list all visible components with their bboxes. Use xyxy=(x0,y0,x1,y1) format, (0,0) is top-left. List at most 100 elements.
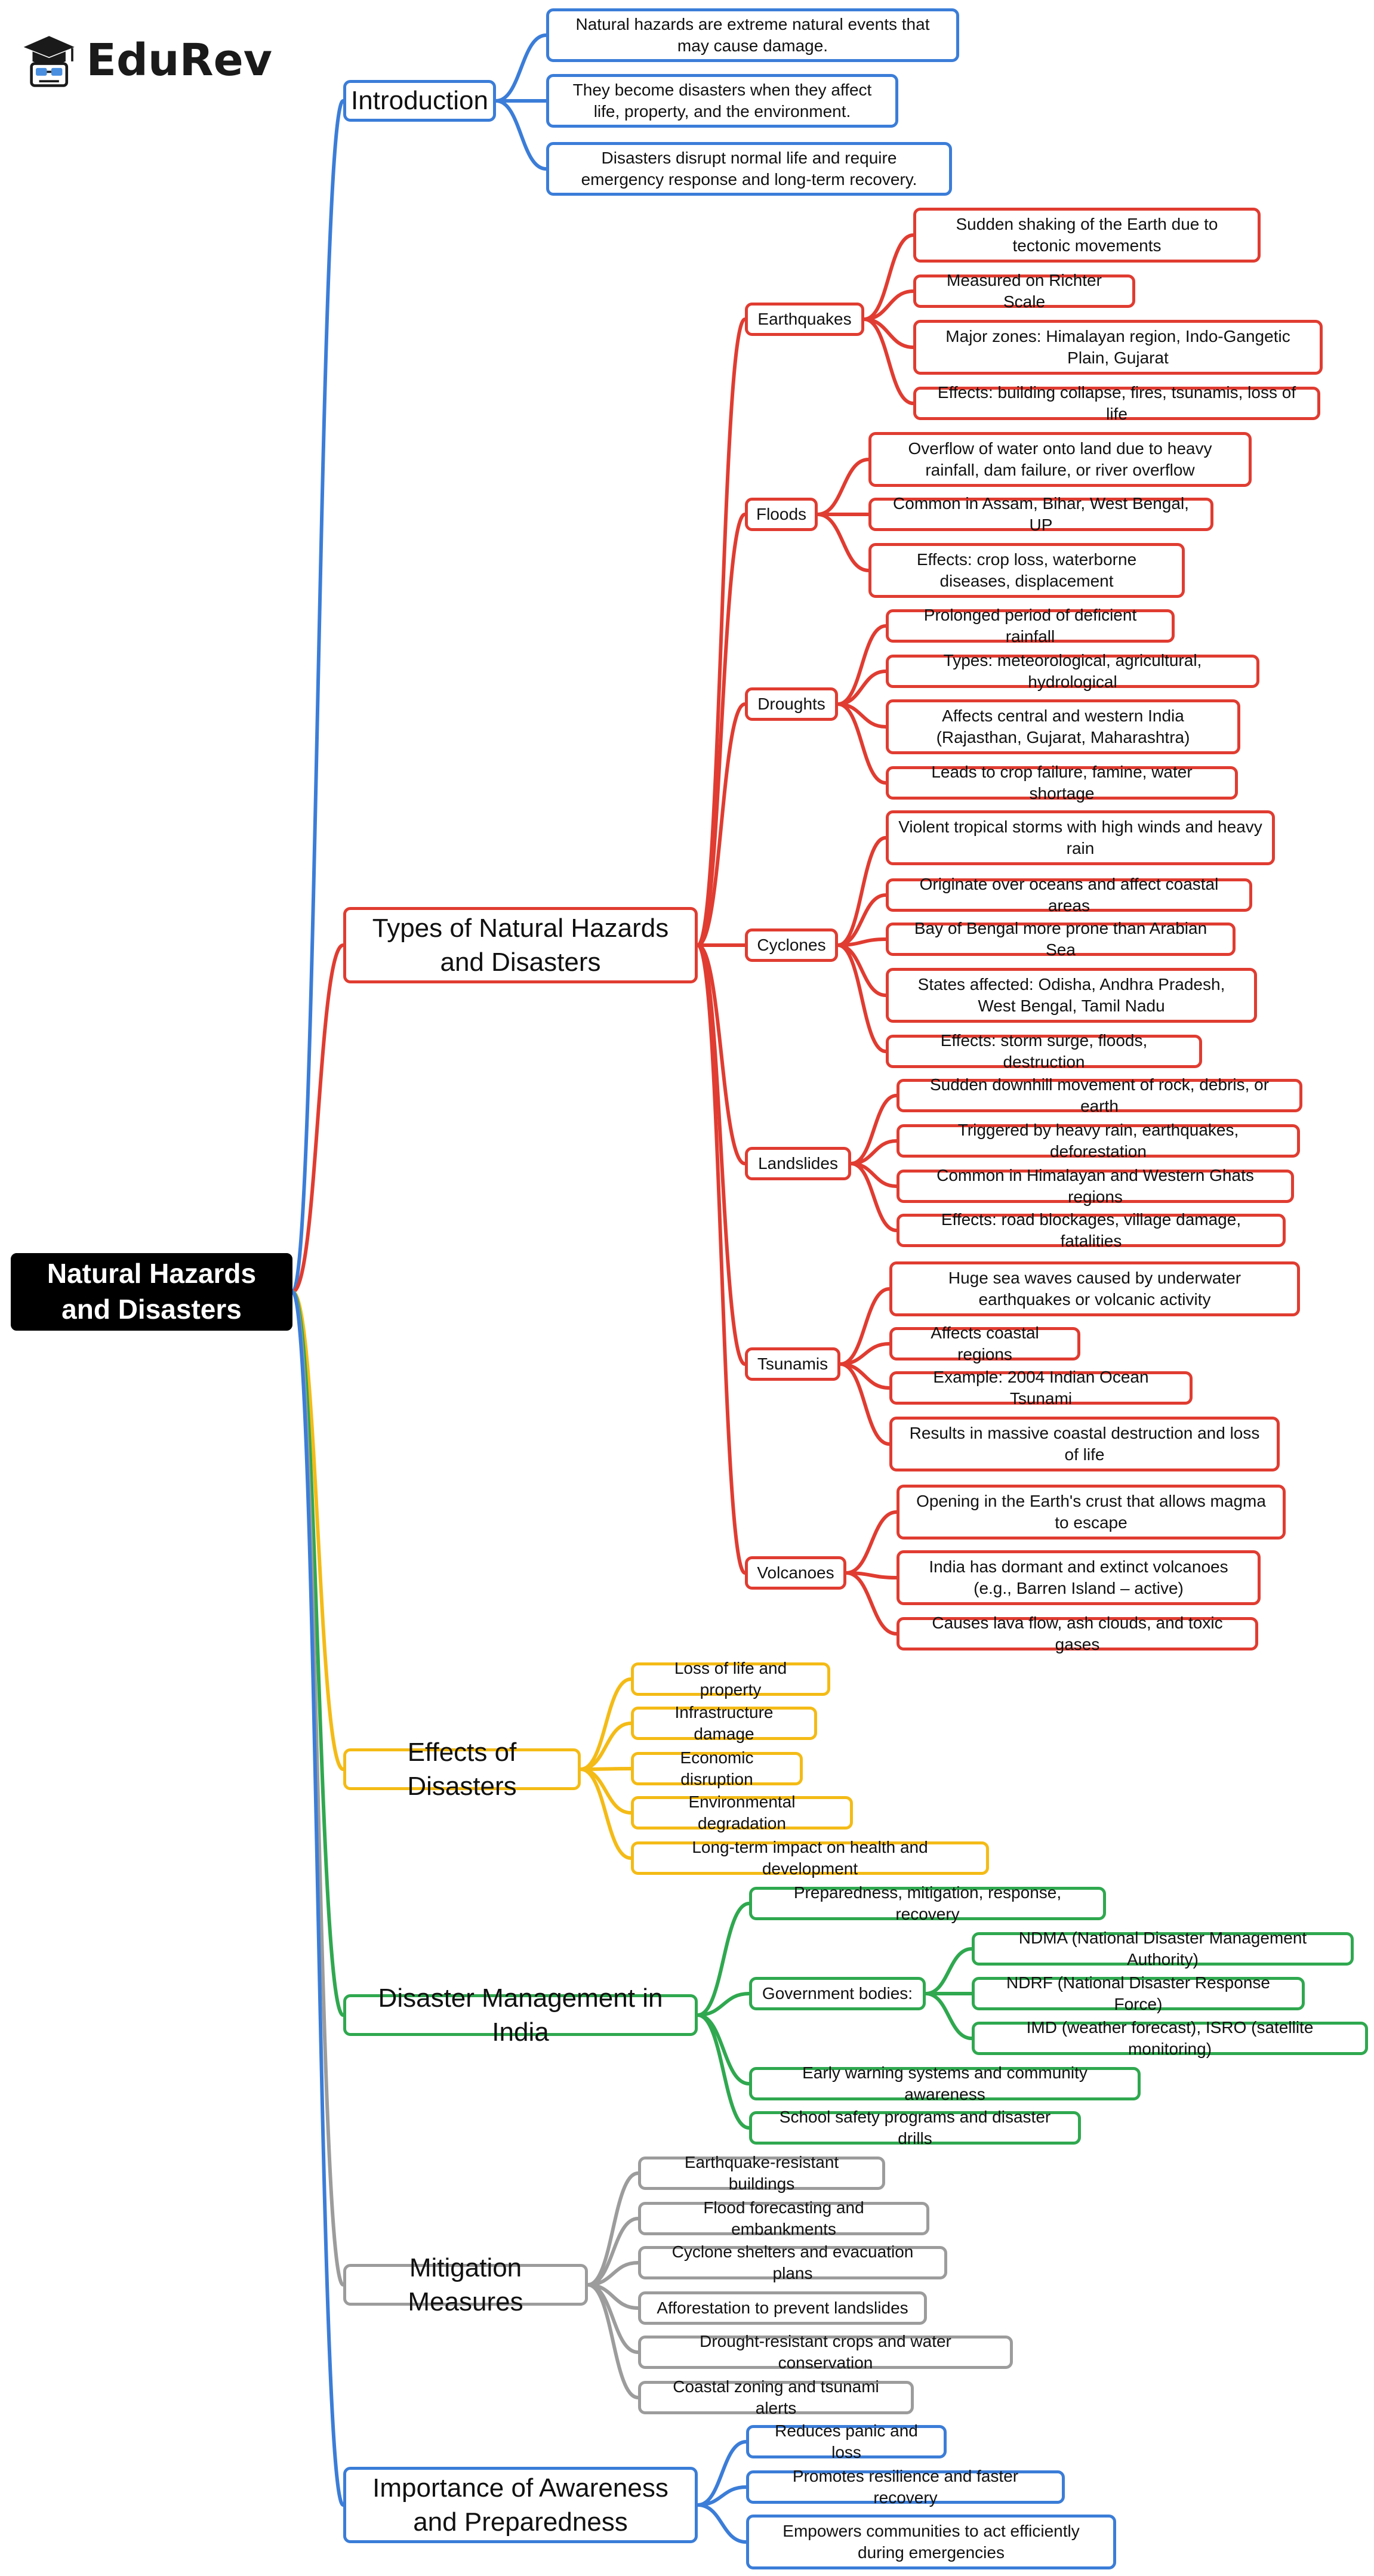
connector-subtopic-droughts xyxy=(696,702,747,947)
connector-earthquakes-item-4 xyxy=(862,317,915,405)
connector-government-body-ndma xyxy=(924,1947,973,1995)
tsunamis-item-4: Results in massive coastal destruction a… xyxy=(889,1417,1280,1471)
subtopic-droughts: Droughts xyxy=(745,687,838,721)
intro-item-3: Disasters disrupt normal life and requir… xyxy=(546,142,952,196)
connector-branch-types-of-hazards xyxy=(291,943,345,1294)
connector-earthquakes-item-1 xyxy=(862,233,915,321)
branch-introduction: Introduction xyxy=(343,80,496,122)
volcanoes-item-2: India has dormant and extinct volcanoes … xyxy=(897,1550,1261,1605)
effects-item-2: Infrastructure damage xyxy=(631,1703,817,1743)
awareness-item-3: Empowers communities to act efficiently … xyxy=(746,2515,1116,2569)
branch-effects-of-disasters: Effects of Disasters xyxy=(343,1738,581,1801)
awareness-item-2: Promotes resilience and faster recovery xyxy=(746,2467,1065,2507)
earthquakes-item-2: Measured on Richter Scale xyxy=(913,271,1135,311)
volcanoes-item-3: Causes lava flow, ash clouds, and toxic … xyxy=(897,1614,1258,1653)
government-body-imd-isro: IMD (weather forecast), ISRO (satellite … xyxy=(972,2018,1368,2058)
connector-droughts-item-4 xyxy=(836,702,888,785)
connector-cyclones-item-1 xyxy=(836,836,888,947)
connector-mitigation-item-6 xyxy=(586,2283,640,2399)
cyclones-item-1: Violent tropical storms with high winds … xyxy=(886,810,1275,865)
landslides-item-1: Sudden downhill movement of rock, debris… xyxy=(897,1075,1302,1115)
connector-landslides-item-4 xyxy=(849,1162,898,1232)
droughts-item-2: Types: meteorological, agricultural, hyd… xyxy=(886,651,1259,691)
subtopic-volcanoes: Volcanoes xyxy=(745,1556,846,1590)
landslides-item-3: Common in Himalayan and Western Ghats re… xyxy=(897,1166,1294,1206)
connector-volcanoes-item-1 xyxy=(845,1510,898,1575)
mitigation-item-4: Afforestation to prevent landslides xyxy=(638,2291,927,2325)
branch-disaster-management: Disaster Management in India xyxy=(343,1983,698,2047)
tsunamis-item-1: Huge sea waves caused by underwater eart… xyxy=(889,1261,1300,1316)
management-item-3: Early warning systems and community awar… xyxy=(749,2063,1141,2103)
intro-item-1: Natural hazards are extreme natural even… xyxy=(546,8,959,62)
connector-mitigation-item-2 xyxy=(586,2217,640,2287)
management-item-government-bodies: Government bodies: xyxy=(749,1977,926,2010)
mitigation-item-1: Earthquake-resistant buildings xyxy=(638,2153,885,2193)
droughts-item-1: Prolonged period of deficient rainfall xyxy=(886,606,1175,646)
effects-item-3: Economic disruption xyxy=(631,1748,803,1788)
branch-types-of-hazards: Types of Natural Hazards and Disasters xyxy=(343,907,698,983)
management-item-4: School safety programs and disaster dril… xyxy=(749,2108,1081,2148)
connector-landslides-item-1 xyxy=(849,1094,898,1165)
connector-cyclones-item-5 xyxy=(836,943,888,1053)
connector-droughts-item-1 xyxy=(836,624,888,706)
connector-subtopic-earthquakes xyxy=(696,317,747,947)
connector-floods-item-1 xyxy=(816,458,870,516)
connector-awareness-item-1 xyxy=(696,2440,748,2507)
connector-subtopic-floods xyxy=(696,513,747,947)
effects-item-5: Long-term impact on health and developme… xyxy=(631,1838,989,1878)
floods-item-1: Overflow of water onto land due to heavy… xyxy=(868,432,1252,487)
root-node-natural-hazards: Natural Hazards and Disasters xyxy=(11,1253,292,1331)
intro-item-2: They become disasters when they affect l… xyxy=(546,74,898,128)
connector-mitigation-item-1 xyxy=(586,2171,640,2287)
subtopic-cyclones: Cyclones xyxy=(745,928,838,962)
subtopic-earthquakes: Earthquakes xyxy=(745,303,864,336)
tsunamis-item-2: Affects coastal regions xyxy=(889,1324,1080,1363)
connector-branch-awareness-preparedness xyxy=(291,1290,345,2507)
connector-subtopic-volcanoes xyxy=(696,943,747,1575)
connector-tsunamis-item-4 xyxy=(839,1362,891,1446)
landslides-item-2: Triggered by heavy rain, earthquakes, de… xyxy=(897,1121,1300,1161)
earthquakes-item-1: Sudden shaking of the Earth due to tecto… xyxy=(913,208,1261,263)
graduate-cap-icon xyxy=(23,36,75,87)
connector-subtopic-landslides xyxy=(696,943,747,1165)
floods-item-2: Common in Assam, Bihar, West Bengal, UP xyxy=(868,494,1213,534)
connector-effects-item-2 xyxy=(579,1722,633,1771)
mitigation-item-5: Drought-resistant crops and water conser… xyxy=(638,2332,1013,2372)
connector-management-item-government-bodies xyxy=(696,1992,751,2017)
connector-cyclones-item-4 xyxy=(836,943,888,997)
branch-mitigation-measures: Mitigation Measures xyxy=(343,2253,588,2316)
mitigation-item-2: Flood forecasting and embankments xyxy=(638,2198,929,2238)
effects-item-1: Loss of life and property xyxy=(631,1659,830,1699)
connector-branch-mitigation-measures xyxy=(291,1290,345,2287)
effects-item-4: Environmental degradation xyxy=(631,1793,853,1832)
mitigation-item-3: Cyclone shelters and evacuation plans xyxy=(638,2242,947,2282)
connector-effects-item-4 xyxy=(579,1767,633,1815)
mitigation-item-6: Coastal zoning and tsunami alerts xyxy=(638,2377,914,2417)
connector-effects-item-5 xyxy=(579,1767,633,1860)
connector-earthquakes-item-2 xyxy=(862,289,915,321)
subtopic-floods: Floods xyxy=(745,498,818,531)
edurev-logo: EduRev xyxy=(21,21,272,99)
connector-intro-item-1 xyxy=(494,33,548,103)
connector-management-item-4 xyxy=(696,2013,751,2130)
subtopic-tsunamis: Tsunamis xyxy=(745,1347,840,1381)
connector-tsunamis-item-1 xyxy=(839,1287,891,1366)
awareness-item-1: Reduces panic and loss xyxy=(746,2421,947,2461)
tsunamis-item-3: Example: 2004 Indian Ocean Tsunami xyxy=(889,1368,1193,1408)
connector-branch-introduction xyxy=(291,99,345,1294)
connector-government-body-imd-isro xyxy=(924,1992,973,2040)
droughts-item-3: Affects central and western India (Rajas… xyxy=(886,699,1240,754)
cyclones-item-3: Bay of Bengal more prone than Arabian Se… xyxy=(886,919,1236,959)
connector-volcanoes-item-3 xyxy=(845,1571,898,1636)
connector-intro-item-3 xyxy=(494,99,548,171)
subtopic-landslides: Landslides xyxy=(745,1147,851,1180)
floods-item-3: Effects: crop loss, waterborne diseases,… xyxy=(868,543,1185,598)
government-body-ndma: NDMA (National Disaster Management Autho… xyxy=(972,1929,1354,1969)
management-item-1: Preparedness, mitigation, response, reco… xyxy=(749,1883,1106,1923)
connector-awareness-item-3 xyxy=(696,2503,748,2544)
connector-cyclones-item-2 xyxy=(836,893,888,947)
government-body-ndrf: NDRF (National Disaster Response Force) xyxy=(972,1973,1305,2013)
connector-management-item-1 xyxy=(696,1902,751,2017)
brand-name: EduRev xyxy=(86,35,272,86)
